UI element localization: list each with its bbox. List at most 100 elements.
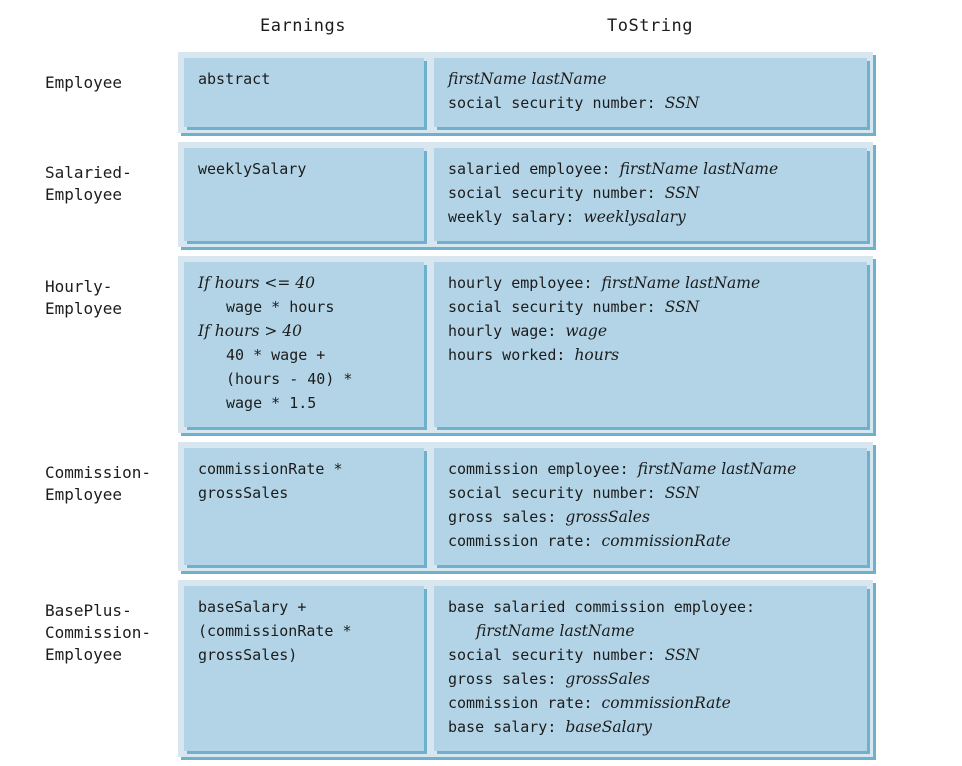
code-text: grossSales) xyxy=(198,646,298,664)
italic-placeholder: firstName lastName xyxy=(619,160,779,178)
code-text: hourly wage: xyxy=(448,322,566,340)
code-text: weeklySalary xyxy=(198,160,307,178)
cell-line: base salaried commission employee: xyxy=(448,595,855,619)
italic-placeholder: firstName lastName xyxy=(448,70,607,88)
italic-placeholder: SSN xyxy=(664,646,700,664)
code-text: baseSalary + xyxy=(198,598,307,616)
code-text: wage * 1.5 xyxy=(226,394,317,412)
table-row: Salaried- Employee weeklySalary salaried e… xyxy=(45,142,873,256)
earnings-cell: commissionRate * grossSales xyxy=(184,448,424,565)
code-text: social security number: xyxy=(448,484,665,502)
code-text: gross sales: xyxy=(448,670,566,688)
code-text: base salaried commission employee: xyxy=(448,598,756,616)
cell-line: 40 * wage + xyxy=(198,343,412,367)
cell-line: If hours > 40 xyxy=(198,319,412,343)
code-text: base salary: xyxy=(448,718,566,736)
italic-placeholder: SSN xyxy=(664,184,700,202)
code-text: salaried employee: xyxy=(448,160,620,178)
italic-placeholder: commissionRate xyxy=(601,532,731,550)
code-text: commission rate: xyxy=(448,532,602,550)
italic-placeholder: SSN xyxy=(664,298,700,316)
italic-placeholder: If hours <= 40 xyxy=(198,274,315,292)
cell-line: hourly employee: firstName lastName xyxy=(448,271,855,295)
code-text: social security number: xyxy=(448,184,665,202)
column-header-earnings: Earnings xyxy=(260,16,346,36)
earnings-cell: baseSalary + (commissionRate * grossSales) xyxy=(184,586,424,751)
italic-placeholder: commissionRate xyxy=(601,694,731,712)
cell-line: abstract xyxy=(198,67,412,91)
italic-placeholder: grossSales xyxy=(565,508,650,526)
code-text: gross sales: xyxy=(448,508,566,526)
table-row: Hourly- Employee If hours <= 40 wage * hou… xyxy=(45,256,873,442)
italic-placeholder: SSN xyxy=(664,94,700,112)
code-text: social security number: xyxy=(448,94,665,112)
italic-placeholder: SSN xyxy=(664,484,700,502)
cell-line: social security number: SSN xyxy=(448,295,855,319)
cell-line: If hours <= 40 xyxy=(198,271,412,295)
code-text: grossSales xyxy=(198,484,289,502)
table-row: Employee abstract firstName lastName social… xyxy=(45,52,873,142)
code-text: abstract xyxy=(198,70,271,88)
code-text: (commissionRate * xyxy=(198,622,352,640)
code-text: 40 * wage + xyxy=(226,346,326,364)
italic-placeholder: weeklysalary xyxy=(583,208,686,226)
cell-line: wage * 1.5 xyxy=(198,391,412,415)
row-cell-group: baseSalary + (commissionRate * grossSales)… xyxy=(178,580,873,757)
cell-line: social security number: SSN xyxy=(448,643,855,667)
cell-line: social security number: SSN xyxy=(448,181,855,205)
italic-placeholder: firstName lastName xyxy=(601,274,761,292)
cell-line: commission employee: firstName lastName xyxy=(448,457,855,481)
code-text: social security number: xyxy=(448,646,665,664)
italic-placeholder: If hours > 40 xyxy=(198,322,303,340)
code-text: commissionRate * xyxy=(198,460,343,478)
earnings-cell: If hours <= 40 wage * hours If hours > 40 4… xyxy=(184,262,424,427)
tostring-cell: base salaried commission employee: firstN… xyxy=(434,586,867,751)
cell-line: commission rate: commissionRate xyxy=(448,529,855,553)
cell-line: baseSalary + xyxy=(198,595,412,619)
cell-line: hourly wage: wage xyxy=(448,319,855,343)
tostring-cell: firstName lastName social security number… xyxy=(434,58,867,127)
row-label: Salaried- Employee xyxy=(45,163,132,204)
row-cell-group: If hours <= 40 wage * hours If hours > 40 4… xyxy=(178,256,873,433)
column-header-tostring: ToString xyxy=(607,16,693,36)
cell-line: firstName lastName xyxy=(448,67,855,91)
cell-line: commissionRate * xyxy=(198,457,412,481)
cell-line: salaried employee: firstName lastName xyxy=(448,157,855,181)
cell-line: firstName lastName xyxy=(448,619,855,643)
earnings-cell: weeklySalary xyxy=(184,148,424,241)
cell-line: (commissionRate * xyxy=(198,619,412,643)
row-cell-group: weeklySalary salaried employee: firstName… xyxy=(178,142,873,247)
cell-line: weeklySalary xyxy=(198,157,412,181)
cell-line: gross sales: grossSales xyxy=(448,505,855,529)
row-label: Commission- Employee xyxy=(45,463,151,504)
hierarchy-table: Employee abstract firstName lastName social… xyxy=(45,52,873,766)
column-header-row: Earnings ToString xyxy=(0,16,962,46)
cell-line: wage * hours xyxy=(198,295,412,319)
cell-line: gross sales: grossSales xyxy=(448,667,855,691)
italic-placeholder: baseSalary xyxy=(565,718,652,736)
code-text: hourly employee: xyxy=(448,274,602,292)
italic-placeholder: hours xyxy=(574,346,620,364)
table-row: Commission- Employee commissionRate * gros… xyxy=(45,442,873,580)
italic-placeholder: firstName lastName xyxy=(476,622,635,640)
cell-line: social security number: SSN xyxy=(448,481,855,505)
code-text: wage * hours xyxy=(226,298,335,316)
code-text: commission rate: xyxy=(448,694,602,712)
row-cell-group: abstract firstName lastName social securit… xyxy=(178,52,873,133)
italic-placeholder: grossSales xyxy=(565,670,650,688)
code-text: (hours - 40) * xyxy=(226,370,353,388)
row-label: Employee xyxy=(45,73,123,92)
code-text: commission employee: xyxy=(448,460,638,478)
row-label: Hourly- Employee xyxy=(45,277,123,318)
cell-line: grossSales) xyxy=(198,643,412,667)
cell-line: commission rate: commissionRate xyxy=(448,691,855,715)
italic-placeholder: firstName lastName xyxy=(637,460,797,478)
earnings-cell: abstract xyxy=(184,58,424,127)
code-text: social security number: xyxy=(448,298,665,316)
cell-line: hours worked: hours xyxy=(448,343,855,367)
